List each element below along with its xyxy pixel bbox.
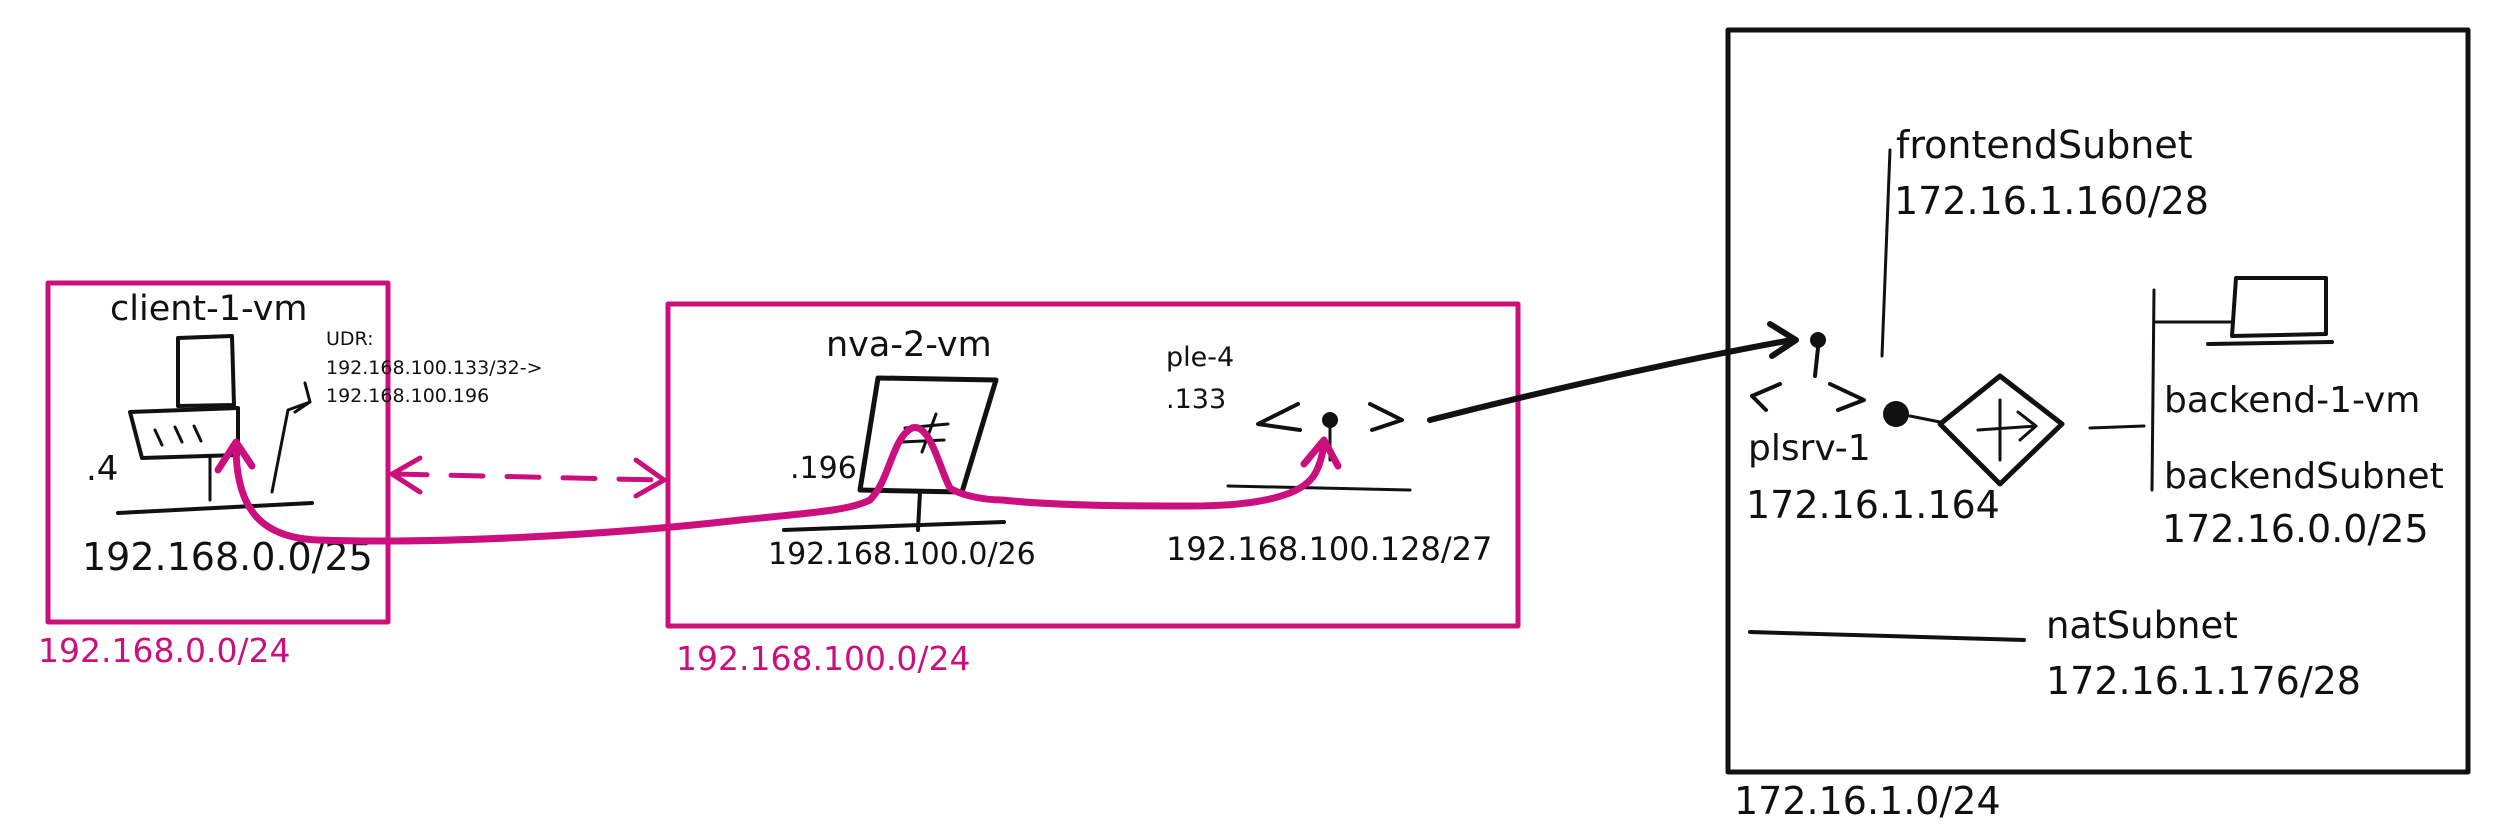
pe-name: ple-4: [1166, 342, 1234, 373]
provider-address-space: 172.16.1.0/24: [1734, 779, 2001, 823]
nat-subnet-name: natSubnet: [2046, 604, 2238, 647]
pe-subnet: 192.168.100.128/27: [1166, 530, 1492, 568]
pls-name: plsrv-1: [1748, 428, 1871, 469]
udr-route: 192.168.100.133/32->: [326, 357, 543, 379]
backend-subnet: 172.16.0.0/25: [2162, 507, 2429, 551]
load-balancer-icon: [1937, 373, 2065, 487]
nat-subnet-line: [1748, 630, 2026, 642]
nva-subnet: 192.168.100.0/26: [768, 537, 1036, 572]
client-vm-name: client-1-vm: [110, 289, 308, 329]
firewall-icon: [857, 375, 999, 532]
pls-to-lb-line: [1908, 414, 1942, 424]
nva-vnet: nva-2-vm .196 192.168.100.0/26 ple-4 .13…: [665, 301, 1521, 678]
backend-subnet-name: backendSubnet: [2164, 456, 2444, 497]
udr-title: UDR:: [326, 328, 374, 350]
private-endpoint-icon: [1256, 402, 1404, 462]
frontend-subnet-name: frontendSubnet: [1896, 123, 2193, 167]
provider-vnet: frontendSubnet 172.16.1.160/28 plsrv-1 1…: [1725, 27, 2471, 823]
laptop-icon: [2154, 276, 2334, 346]
provider-vnet-boundary: [1725, 27, 2471, 775]
nva-subnet-line: [782, 520, 1006, 532]
client-vnet-boundary: [45, 280, 391, 625]
private-link-service-icon: [1750, 332, 1909, 427]
private-link-connection: [1427, 321, 1799, 423]
nva-address-space: 192.168.100.0/24: [676, 639, 971, 678]
vnet-peering: [389, 455, 667, 499]
nva-vnet-boundary: [665, 301, 1521, 629]
udr-next-hop: 192.168.100.196: [326, 385, 489, 407]
traffic-flow-path: [214, 424, 1342, 545]
pe-subnet-line: [1226, 484, 1412, 492]
nat-subnet: 172.16.1.176/28: [2046, 659, 2361, 703]
pls-ip: 172.16.1.164: [1746, 483, 2000, 527]
nva-host-octet: .196: [790, 451, 857, 486]
client-subnet-line: [116, 501, 314, 515]
frontend-subnet: 172.16.1.160/28: [1894, 179, 2209, 223]
backend-subnet-line: [2150, 288, 2156, 492]
lb-to-backend-line: [2088, 424, 2146, 430]
backend-vm-name: backend-1-vm: [2164, 380, 2420, 421]
pe-octet: .133: [1166, 384, 1226, 415]
client-address-space: 192.168.0.0/24: [38, 631, 291, 670]
udr-pointer: [270, 381, 312, 494]
frontend-subnet-line: [1880, 148, 1892, 358]
laptop-icon: [128, 334, 240, 502]
client-vnet: client-1-vm .4 UDR: 192.168.100.133/32->…: [38, 280, 543, 670]
client-host-octet: .4: [86, 449, 118, 489]
nva-vm-name: nva-2-vm: [826, 325, 992, 365]
